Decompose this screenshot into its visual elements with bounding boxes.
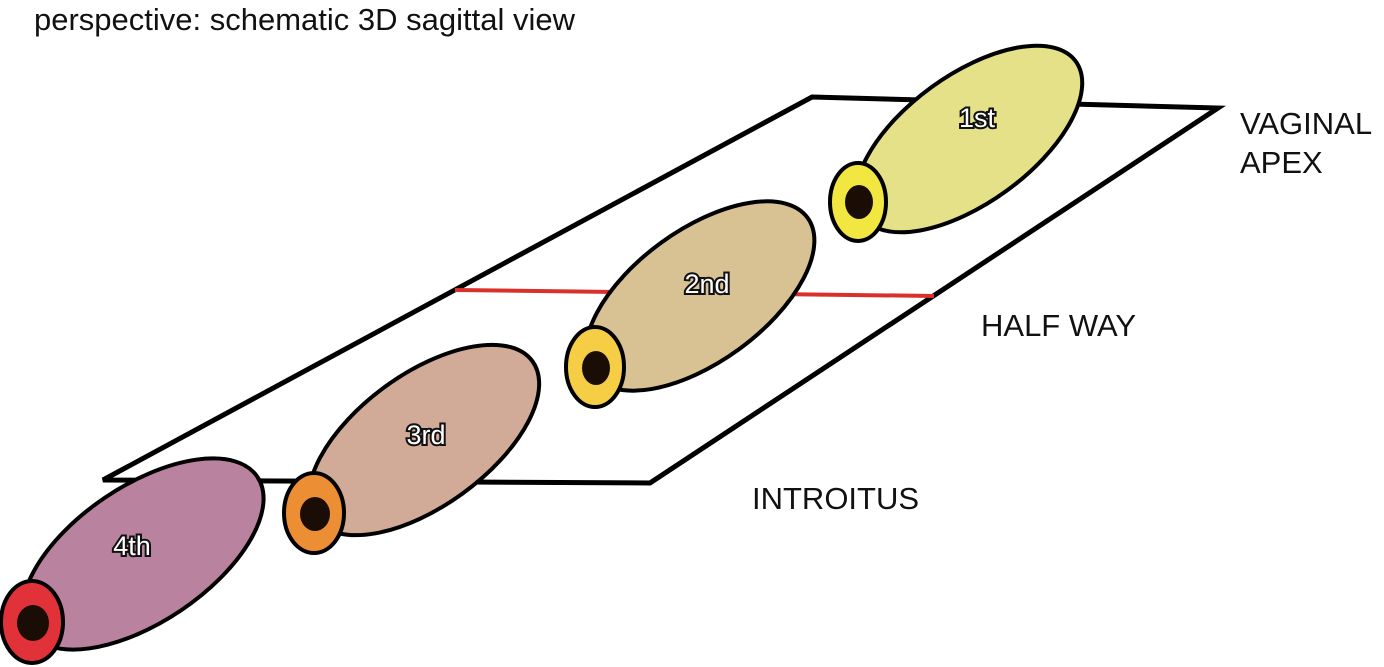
- segment-4th-label: 4th: [113, 531, 151, 561]
- segment-3rd: 3rd: [282, 342, 542, 555]
- segment-1st-label: 1st: [959, 103, 996, 133]
- segment-1st: 1st: [828, 43, 1085, 243]
- segment-3rd-lumen: [300, 497, 330, 531]
- vaginal-apex-label-line2: APEX: [1240, 145, 1323, 180]
- introitus-label: INTROITUS: [752, 481, 919, 516]
- vaginal-apex-label-line1: VAGINAL: [1240, 106, 1372, 141]
- diagram-title: perspective: schematic 3D sagittal view: [34, 2, 576, 37]
- half-way-label: HALF WAY: [981, 308, 1136, 343]
- segment-2nd-lumen: [582, 351, 610, 385]
- segment-4th: 4th: [0, 456, 266, 665]
- segment-3rd-label: 3rd: [406, 420, 445, 450]
- segment-2nd-label: 2nd: [684, 269, 729, 299]
- segment-1st-lumen: [845, 185, 873, 219]
- vaginal-plane: [101, 94, 1226, 486]
- segment-2nd: 2nd: [564, 199, 817, 409]
- segment-4th-lumen: [17, 605, 49, 641]
